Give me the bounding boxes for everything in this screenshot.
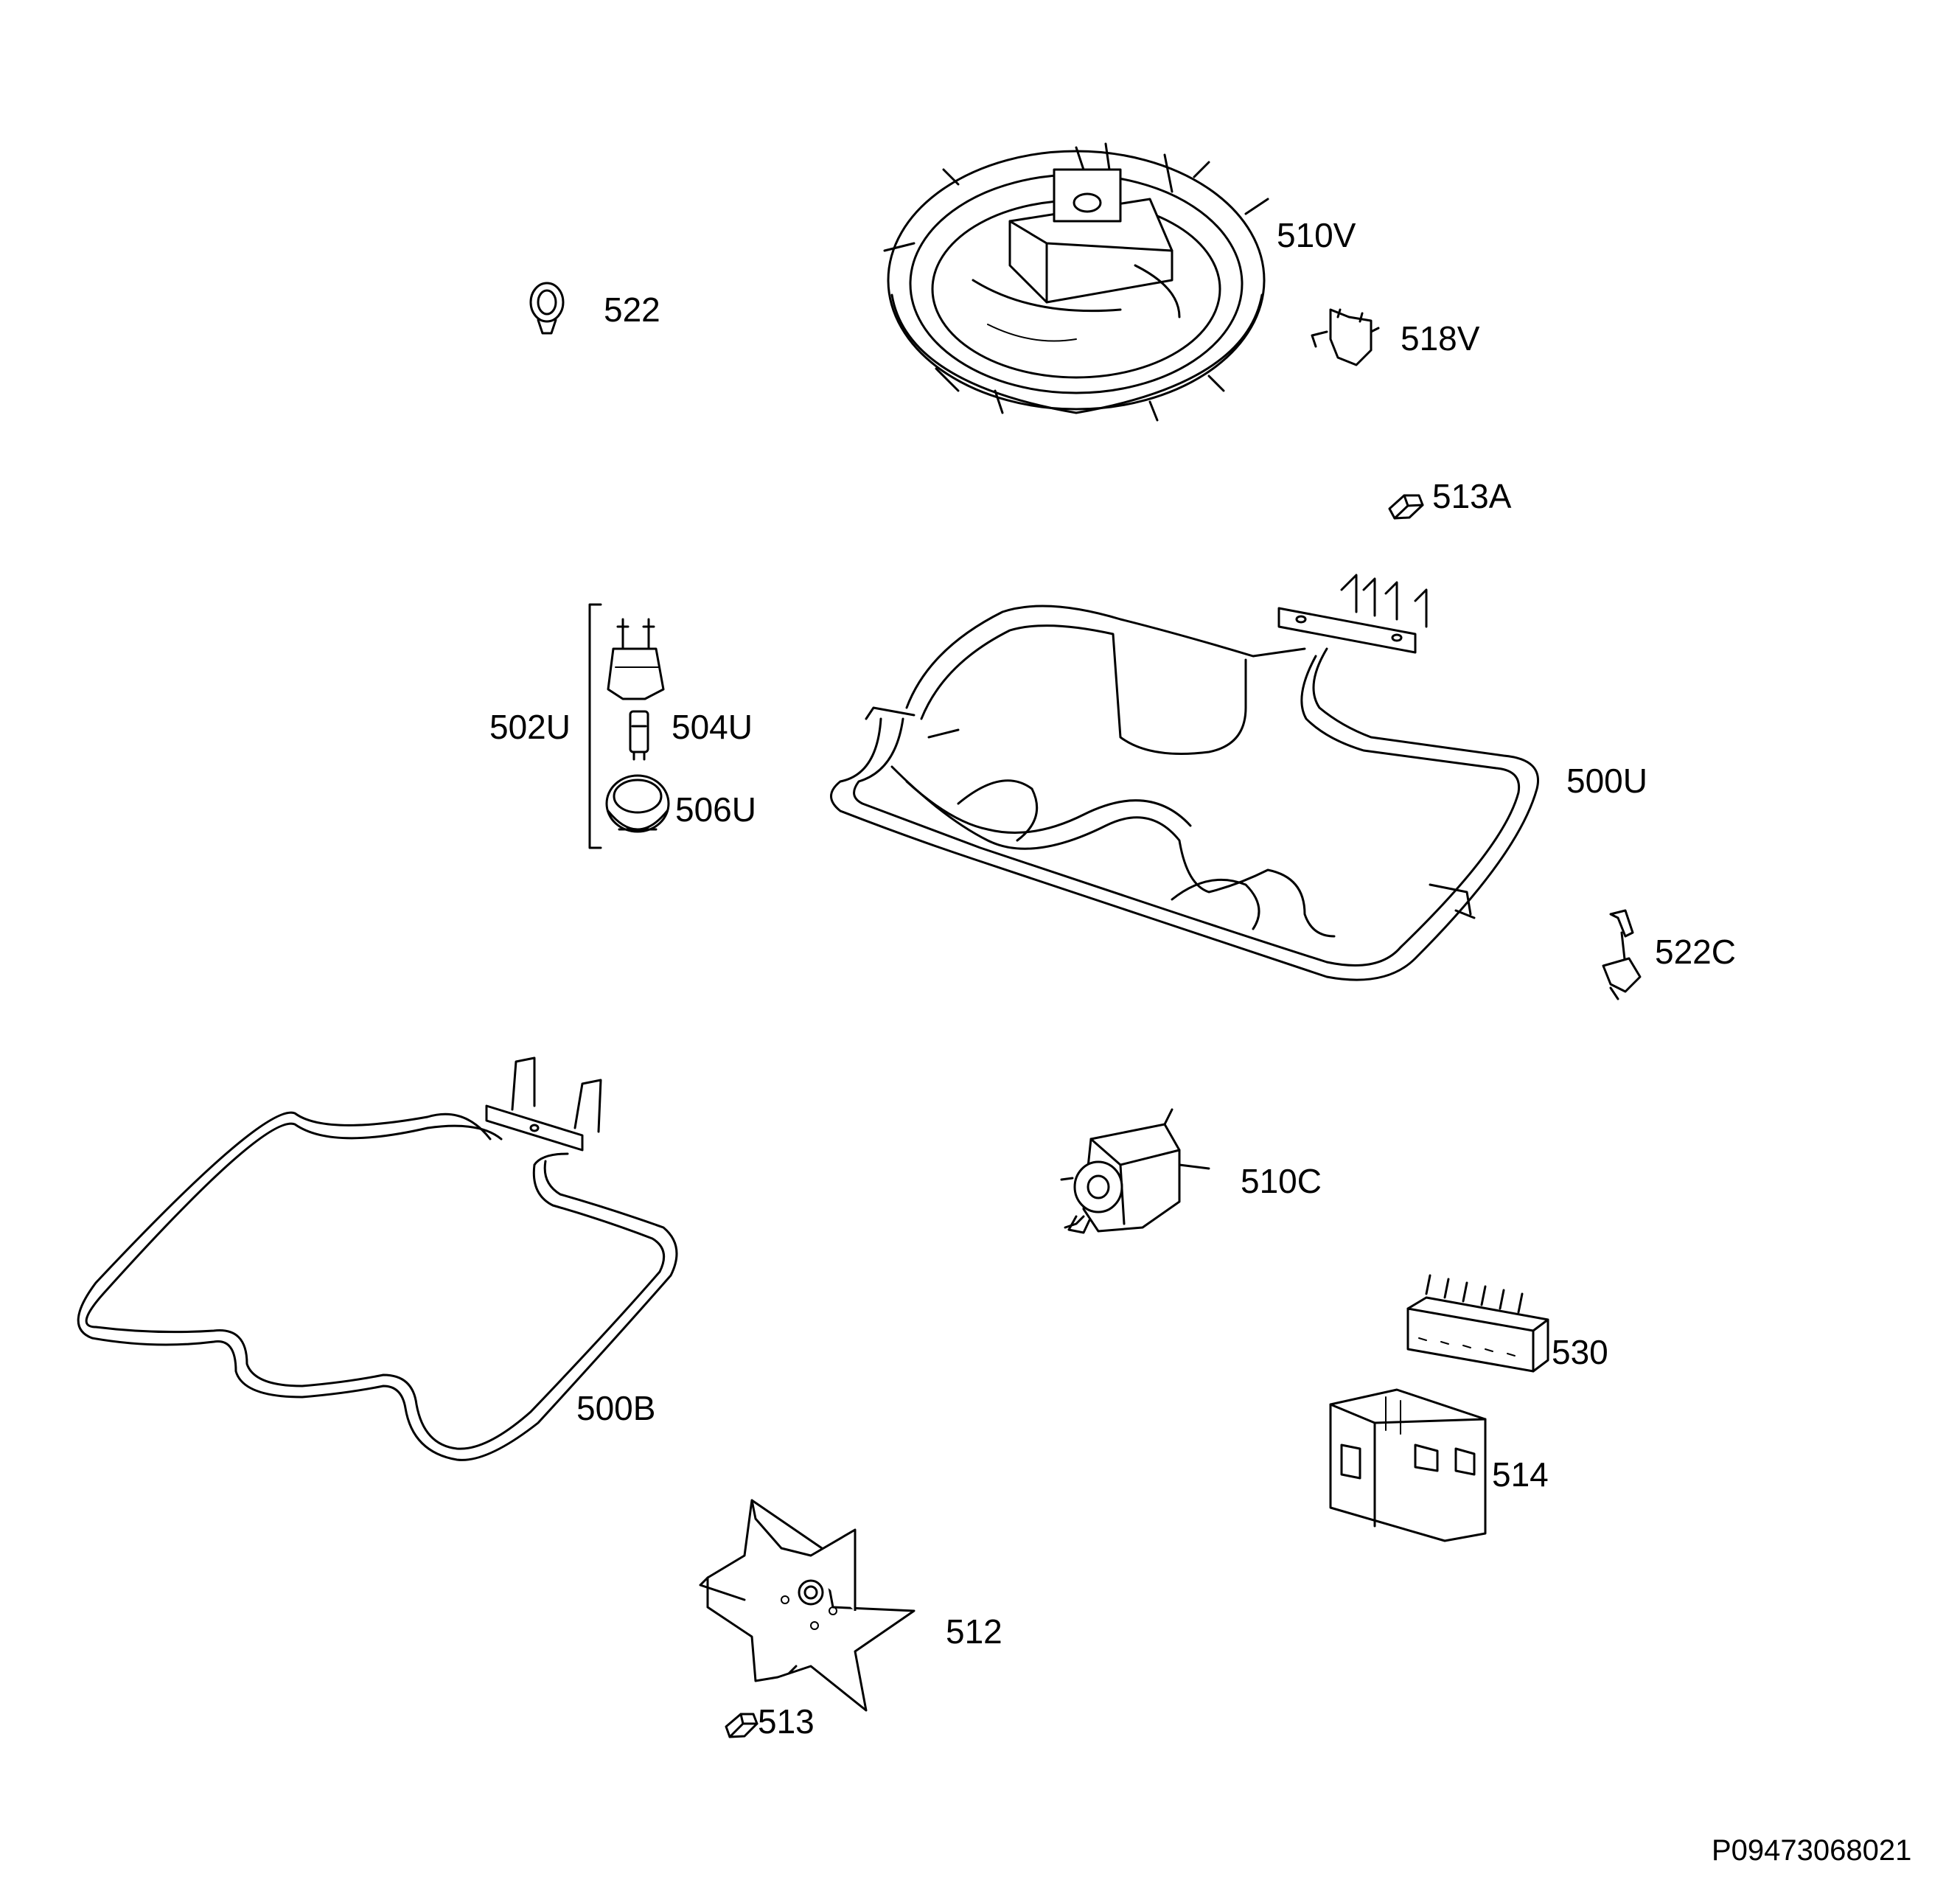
drawing-reference-number: P09473068021	[1712, 1834, 1912, 1867]
label-506U: 506U	[675, 790, 756, 829]
label-530: 530	[1552, 1333, 1608, 1371]
part-502U-lamp-holder[interactable]	[607, 618, 665, 700]
label-514: 514	[1492, 1455, 1549, 1494]
label-500U: 500U	[1566, 762, 1647, 800]
part-514-housing[interactable]	[1329, 1388, 1487, 1542]
label-504U: 504U	[672, 708, 753, 746]
part-506U-lamp-glass[interactable]	[605, 774, 670, 833]
part-510C-cooling-motor[interactable]	[1060, 1108, 1210, 1234]
label-513A: 513A	[1432, 477, 1512, 515]
label-522C: 522C	[1655, 933, 1736, 971]
part-522C-sensor[interactable]	[1602, 909, 1642, 1000]
label-522: 522	[604, 290, 660, 329]
part-502U-bracket	[588, 603, 602, 849]
part-500B-lower-heating-element[interactable]	[77, 1056, 678, 1461]
label-518V: 518V	[1401, 319, 1480, 358]
part-530-terminal-strip[interactable]	[1406, 1274, 1549, 1373]
part-522-clip[interactable]	[529, 282, 565, 335]
label-510C: 510C	[1241, 1162, 1322, 1200]
part-510V-fan-motor-assembly[interactable]	[883, 142, 1269, 422]
part-512-fan-blade[interactable]	[699, 1499, 916, 1712]
part-513A-screw[interactable]	[1388, 494, 1424, 520]
label-510V: 510V	[1277, 216, 1356, 254]
part-518V-thermostat[interactable]	[1311, 308, 1380, 366]
label-512: 512	[946, 1612, 1002, 1651]
label-502U: 502U	[489, 708, 571, 746]
label-500B: 500B	[576, 1389, 656, 1427]
label-513: 513	[758, 1702, 815, 1741]
part-504U-lamp-bulb[interactable]	[629, 710, 649, 761]
part-500U-grill-heating-element[interactable]	[830, 574, 1539, 981]
part-513-screw[interactable]	[725, 1713, 758, 1738]
